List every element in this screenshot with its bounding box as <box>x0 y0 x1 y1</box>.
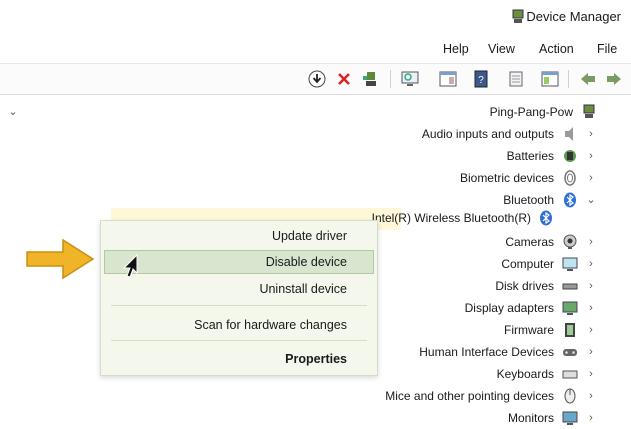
menu-file[interactable]: File <box>597 42 618 56</box>
tree-root-label: Ping-Pang-Pow <box>489 105 573 119</box>
gamepad-icon <box>563 349 577 356</box>
tree-root[interactable]: ⌄ Ping-Pang-Pow <box>0 102 631 123</box>
tree-item-label: Computer <box>501 257 554 271</box>
tree-item[interactable]: › Human Interface Devices <box>0 342 631 363</box>
bluetooth-icon <box>540 210 552 226</box>
fingerprint-icon <box>564 170 576 186</box>
update-driver-icon[interactable] <box>506 69 526 89</box>
menu-item-scan-hardware[interactable]: Scan for hardware changes <box>194 318 347 332</box>
tree-item[interactable]: › Firmware <box>0 320 631 341</box>
monitor-icon <box>562 411 578 425</box>
tree-item-selected[interactable]: Intel(R) Wireless Bluetooth(R) <box>0 208 631 229</box>
context-menu: Update driver Disable device Uninstall d… <box>100 220 378 376</box>
menu-separator <box>111 340 367 341</box>
chevron-right-icon[interactable]: › <box>589 236 593 248</box>
menu-bar: File Action View Help <box>0 40 631 60</box>
chevron-right-icon[interactable]: › <box>589 412 593 424</box>
device-manager-icon <box>512 9 524 23</box>
speaker-icon <box>565 127 573 141</box>
chevron-right-icon[interactable]: › <box>589 258 593 270</box>
context-menu-selection <box>104 250 374 274</box>
chevron-right-icon[interactable]: › <box>589 150 593 162</box>
help-icon[interactable]: ? <box>471 69 491 89</box>
menu-separator <box>111 305 367 306</box>
tree-item-label: Bluetooth <box>503 193 554 207</box>
chevron-right-icon[interactable]: › <box>589 280 593 292</box>
camera-icon <box>563 234 577 249</box>
menu-item-update-driver[interactable]: Update driver <box>271 229 347 243</box>
menu-view[interactable]: View <box>488 42 515 56</box>
scan-hardware-icon[interactable] <box>400 69 420 89</box>
tree-item-label: Batteries <box>506 149 554 163</box>
window-title: Device Manager <box>526 9 621 24</box>
toolbar-separator <box>390 70 391 88</box>
tree-item-label: Biometric devices <box>459 171 554 185</box>
tree-item[interactable]: › Mice and other pointing devices <box>0 386 631 407</box>
add-driver-icon[interactable] <box>360 69 380 89</box>
forward-arrow-icon[interactable] <box>578 69 598 89</box>
tree-item-label: Display adapters <box>464 301 554 315</box>
display-adapter-icon <box>562 301 578 315</box>
chevron-right-icon[interactable]: › <box>589 172 593 184</box>
svg-text:?: ? <box>478 75 484 86</box>
tree-item-label: Mice and other pointing devices <box>385 389 554 403</box>
tree-item[interactable]: ⌄ Bluetooth <box>0 190 631 211</box>
tree-item-label: Keyboards <box>496 367 554 381</box>
properties-icon[interactable] <box>540 69 560 89</box>
download-icon[interactable] <box>307 69 327 89</box>
computer-root-icon <box>583 104 595 118</box>
chevron-right-icon[interactable]: › <box>589 368 593 380</box>
monitor-icon <box>562 257 578 271</box>
firmware-icon <box>565 323 575 337</box>
toolbar: ? <box>0 63 631 95</box>
menu-action[interactable]: Action <box>539 42 574 56</box>
chevron-down-icon[interactable]: ⌄ <box>586 194 596 206</box>
chevron-right-icon[interactable]: › <box>589 128 593 140</box>
menu-item-properties[interactable]: Properties <box>285 352 347 366</box>
chevron-right-icon[interactable]: › <box>589 302 593 314</box>
tree-item-label: Monitors <box>507 411 554 425</box>
tree-item[interactable]: › Keyboards <box>0 364 631 385</box>
back-arrow-icon[interactable] <box>604 69 624 89</box>
tree-item[interactable]: › Audio inputs and outputs <box>0 124 631 145</box>
disk-drive-icon <box>562 283 578 290</box>
tree-item-label: Firmware <box>504 323 554 337</box>
tree-item-label: Cameras <box>505 235 554 249</box>
menu-help[interactable]: Help <box>443 42 469 56</box>
menu-item-uninstall-device[interactable]: Uninstall device <box>259 282 347 296</box>
tree-item[interactable]: › Biometric devices <box>0 168 631 189</box>
yellow-arrow-icon <box>26 238 95 280</box>
tree-item[interactable]: › Cameras <box>0 232 631 253</box>
uninstall-icon[interactable] <box>334 69 354 89</box>
tree-item[interactable]: › Monitors <box>0 408 631 429</box>
chevron-right-icon[interactable]: › <box>589 324 593 336</box>
chevron-right-icon[interactable]: › <box>589 346 593 358</box>
tree-item-label: Human Interface Devices <box>419 345 554 359</box>
toolbar-separator <box>568 70 569 88</box>
chevron-right-icon[interactable]: › <box>589 390 593 402</box>
tree-item[interactable]: › Disk drives <box>0 276 631 297</box>
tree-item-label: Disk drives <box>495 279 554 293</box>
mouse-cursor-icon <box>122 254 138 278</box>
tree-item[interactable]: › Computer <box>0 254 631 275</box>
tree-item-label: Intel(R) Wireless Bluetooth(R) <box>371 211 531 225</box>
menu-item-disable-device[interactable]: Disable device <box>265 255 347 269</box>
show-hidden-icon[interactable] <box>438 69 458 89</box>
keyboard-icon <box>562 370 578 379</box>
title-bar: Device Manager <box>0 0 631 36</box>
mouse-icon <box>564 388 576 404</box>
chevron-down-icon[interactable]: ⌄ <box>8 106 18 118</box>
bluetooth-icon <box>564 192 576 208</box>
tree-item[interactable]: › Batteries <box>0 146 631 167</box>
tree-item-label: Audio inputs and outputs <box>421 127 554 141</box>
tree-item[interactable]: › Display adapters <box>0 298 631 319</box>
battery-icon <box>564 150 576 162</box>
